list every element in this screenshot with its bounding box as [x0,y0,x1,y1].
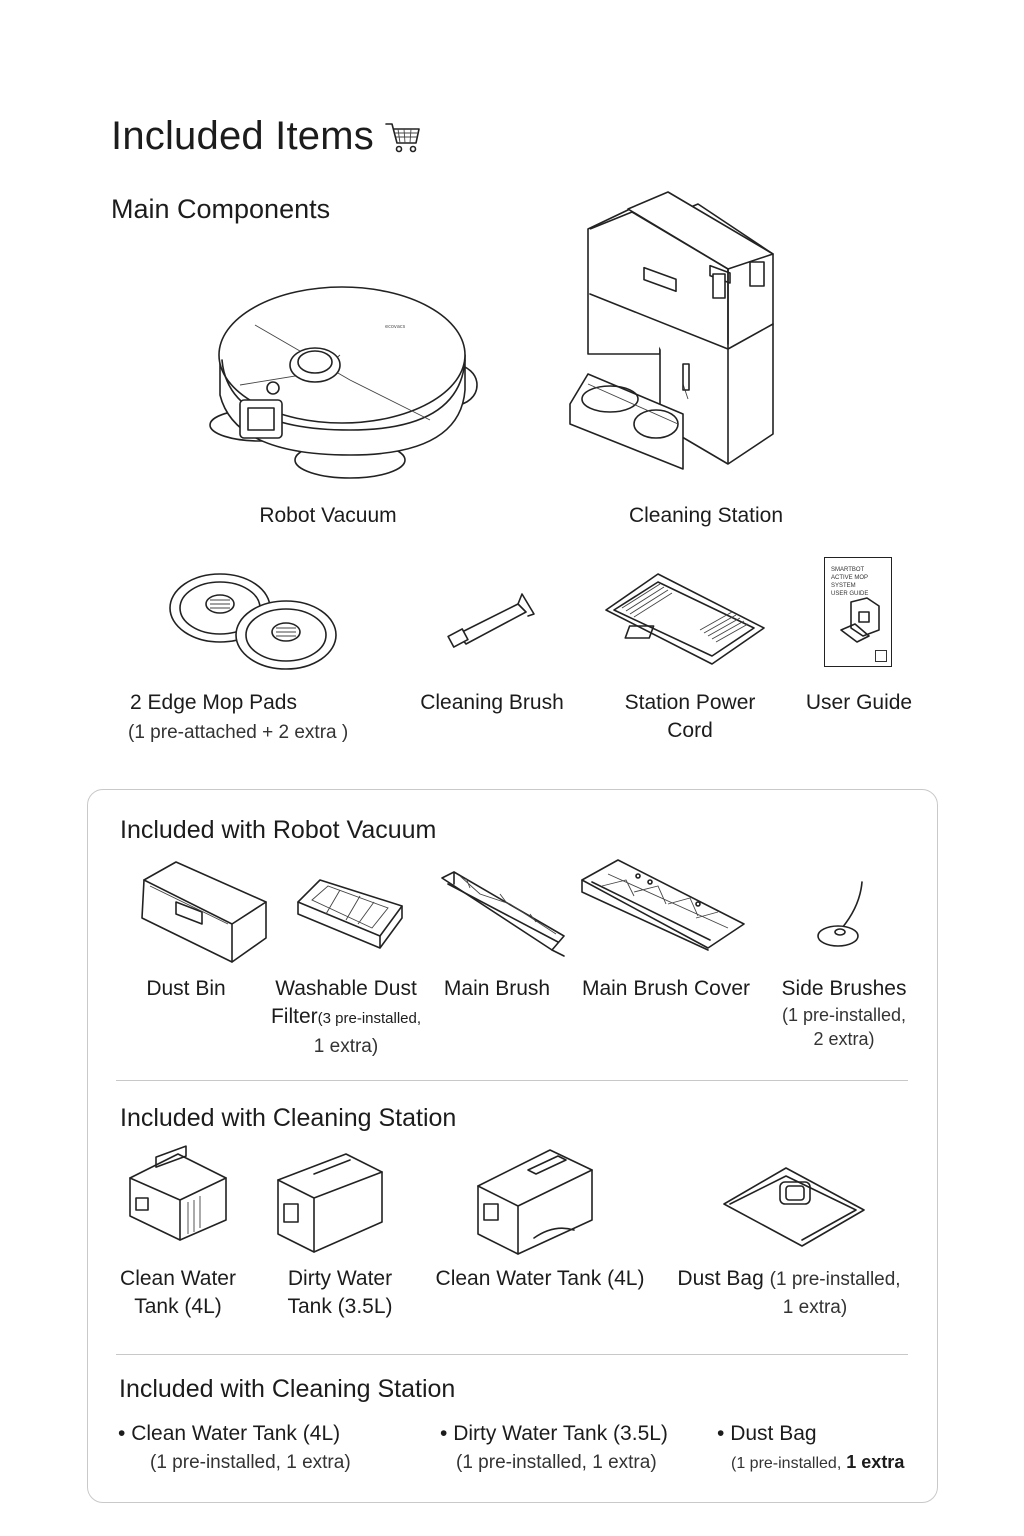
dust-bag-title: Dust Bag [677,1267,764,1290]
shopping-cart-icon [384,119,422,155]
dirty-tank-note: (1 pre-installed, 1 extra) [456,1452,657,1473]
section-divider-2 [116,1354,908,1355]
station-list-item-clean-tank-name: • Clean Water Tank (4L) [118,1422,341,1445]
dirty-water-tank-line2: Tank (3.5L) [287,1295,393,1318]
clean-water-tank-illustration [126,1150,230,1242]
side-brushes-note2: 2 extra) [813,1029,875,1049]
main-components-heading: Main Components [111,194,331,224]
dust-bin-label: Dust Bin [146,977,226,1000]
dust-bin-illustration [136,858,270,968]
station-list-item-dust-bag-name: • Dust Bag [717,1422,817,1445]
clean-water-tank-line2: Tank (4L) [134,1295,222,1318]
included-items-panel [87,789,938,1503]
mop-pads-title: 2 Edge Mop Pads [130,691,297,714]
qr-code-icon [875,650,887,662]
robot-vacuum-label: Robot Vacuum [259,504,397,527]
clean-water-tank-line1: Clean Water [120,1267,236,1290]
cleaning-brush-illustration [448,590,538,650]
dirty-water-tank-illustration [274,1150,386,1254]
page-title: Included Items [111,114,422,159]
main-brush-label: Main Brush [443,977,551,1000]
washable-filter-label: Washable Dust Filter(3 pre-installed, 1 … [266,975,426,1061]
washable-filter-illustration [294,876,406,950]
station-power-cord-line2: Cord [667,719,713,742]
side-brushes-label: Side Brushes (1 pre-installed, 2 extra) [768,975,920,1051]
user-guide-label: User Guide [805,691,913,714]
washable-filter-line2: Filter(3 pre-installed, [266,1003,426,1033]
washable-filter-note1: (3 pre-installed, [317,1010,422,1027]
station-list-item-dirty-tank-name: • Dirty Water Tank (3.5L) [440,1422,668,1445]
dust-bag-list-note: (1 pre-installed, 1 extra [717,1452,917,1473]
cleaning-brush-label: Cleaning Brush [420,691,564,714]
station-list-item-dirty-tank: • Dirty Water Tank (3.5L) (1 pre-install… [440,1422,730,1474]
section-divider-1 [116,1080,908,1081]
mop-pads-note: (1 pre-attached + 2 extra ) [128,722,349,743]
mop-pads-label: 2 Edge Mop Pads (1 pre-attached + 2 extr… [118,689,374,747]
station-list-item-dust-bag: • Dust Bag (1 pre-installed, 1 extra [717,1422,917,1473]
station-section-heading: Included with Cleaning Station [120,1104,457,1132]
dirty-water-tank-line1: Dirty Water [287,1267,393,1290]
user-guide-cover-line2: ACTIVE MOP SYSTEM [831,575,868,589]
station-power-cord-illustration [600,570,768,666]
svg-text:ecovacs: ecovacs [385,324,406,330]
washable-filter-line1: Washable Dust [275,977,417,1000]
user-guide-cover-text: SMARTBOT ACTIVE MOP SYSTEM USER GUIDE [825,558,891,598]
side-brush-illustration [812,880,872,948]
side-brushes-title: Side Brushes [781,977,907,1000]
mop-pads-illustration [168,570,338,670]
dust-bag-note1: (1 pre-installed, [769,1269,901,1290]
clean-tank-name-text: Clean Water Tank (4L) [131,1422,341,1445]
dust-bag-label: Dust Bag (1 pre-installed, 1 extra) [674,1265,904,1322]
dust-bag-note-b: 1 extra [841,1452,905,1472]
cleaning-station-label: Cleaning Station [628,504,784,527]
main-brush-cover-illustration [578,856,748,952]
dirty-water-tank-label: Dirty Water Tank (3.5L) [268,1265,412,1321]
main-brush-cover-label: Main Brush Cover [581,977,751,1000]
dust-bag-note-a: (1 pre-installed, [731,1455,842,1472]
station-power-cord-label: Station Power Cord [604,689,776,745]
clean-water-tank-label: Clean Water Tank (4L) [106,1265,250,1321]
washable-filter-note2: 1 extra) [313,1036,379,1057]
clean-tank-note: (1 pre-installed, 1 extra) [150,1452,351,1473]
user-guide-cover-drawing [839,596,883,646]
page-title-text: Included Items [111,114,374,158]
clean-water-tank-alt-illustration [474,1146,598,1256]
dust-bag-line1: Dust Bag (1 pre-installed, [674,1265,904,1294]
washable-filter-word: Filter [270,1005,318,1028]
main-brush-illustration [440,870,570,956]
side-brushes-note1: (1 pre-installed, [781,1005,907,1025]
dust-bag-illustration [722,1164,866,1248]
cleaning-station-illustration [568,184,778,474]
robot-section-heading: Included with Robot Vacuum [120,816,437,844]
dirty-tank-name-text: Dirty Water Tank (3.5L) [453,1422,668,1445]
user-guide-cover-line1: SMARTBOT [831,567,865,573]
robot-vacuum-illustration: ecovacs [200,280,490,490]
user-guide-booklet: SMARTBOT ACTIVE MOP SYSTEM USER GUIDE [824,557,892,667]
user-guide-cover-line3: USER GUIDE [831,591,869,597]
station-power-cord-line1: Station Power [624,691,756,714]
dust-bag-name-text: Dust Bag [730,1422,817,1445]
dust-bag-note2: 1 extra) [782,1297,848,1318]
station-list-item-clean-tank: • Clean Water Tank (4L) (1 pre-installed… [118,1422,418,1474]
clean-water-tank-alt-label: Clean Water Tank (4L) [435,1267,645,1290]
station-list-heading: Included with Cleaning Station [119,1375,456,1403]
